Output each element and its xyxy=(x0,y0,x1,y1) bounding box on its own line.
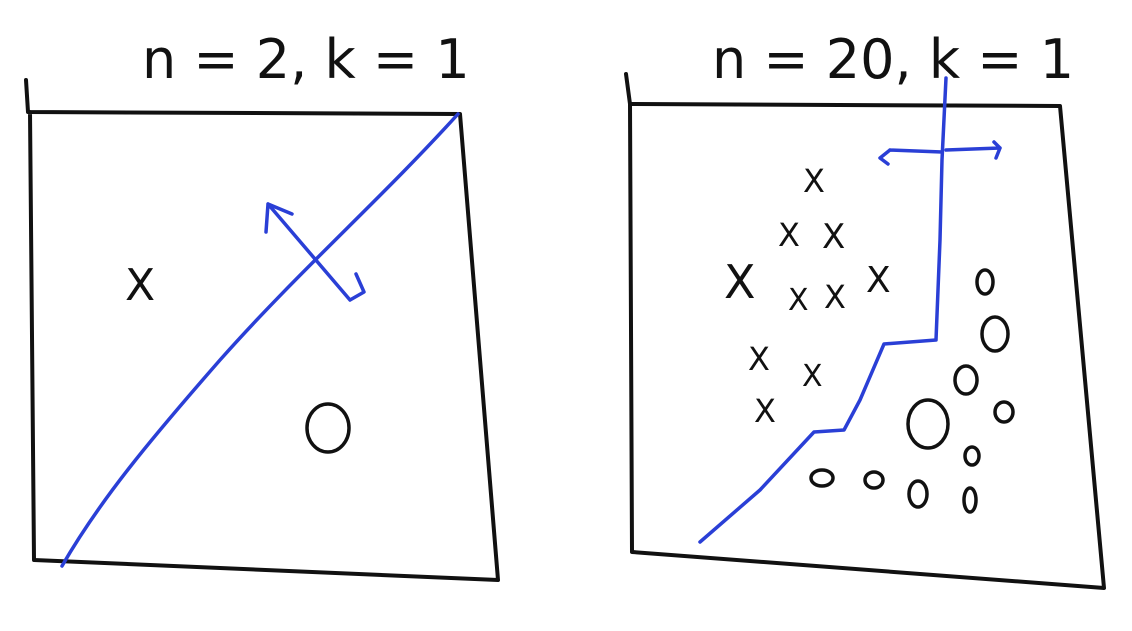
panel-left-title: n = 2, k = 1 xyxy=(142,28,470,91)
panel-right-o-mark xyxy=(906,398,950,450)
panel-left: n = 2, k = 1 X xyxy=(24,28,500,582)
panel-right-o-mark xyxy=(980,315,1010,353)
panel-right-o-mark xyxy=(907,479,929,509)
panel-right-o-mark xyxy=(953,364,979,396)
panel-right-o-mark xyxy=(993,400,1015,424)
panel-right-x-mark: X xyxy=(778,216,800,254)
panel-right: n = 20, k = 1 X X X X X X X X X X xyxy=(624,28,1106,590)
panel-left-o-mark xyxy=(305,402,351,454)
panel-right-x-mark: X xyxy=(788,283,809,318)
panel-left-frame xyxy=(24,78,500,582)
panel-right-x-mark: X xyxy=(724,255,756,309)
panel-left-x-mark: X xyxy=(125,260,155,311)
panel-right-x-mark: X xyxy=(754,392,776,430)
panel-right-left-arrow xyxy=(878,148,944,166)
panel-right-right-arrow xyxy=(944,140,1002,160)
panel-right-o-mark xyxy=(809,468,835,488)
panel-right-o-mark xyxy=(962,486,978,514)
panel-right-x-mark: X xyxy=(824,278,846,316)
panel-right-decision-boundary xyxy=(698,76,948,544)
panel-right-o-mark xyxy=(975,268,995,296)
panel-right-x-mark: X xyxy=(802,359,823,394)
panel-right-x-mark: X xyxy=(866,260,891,301)
panel-right-o-mark xyxy=(963,445,981,467)
panel-left-normal-arrow xyxy=(264,202,366,302)
panel-right-x-mark: X xyxy=(748,340,770,378)
panel-right-title: n = 20, k = 1 xyxy=(712,28,1074,91)
panel-left-decision-boundary xyxy=(60,112,460,568)
panel-right-o-mark xyxy=(863,470,885,490)
panel-right-x-mark: X xyxy=(803,162,825,200)
panel-right-frame xyxy=(624,72,1106,590)
panel-right-x-mark: X xyxy=(822,217,845,257)
